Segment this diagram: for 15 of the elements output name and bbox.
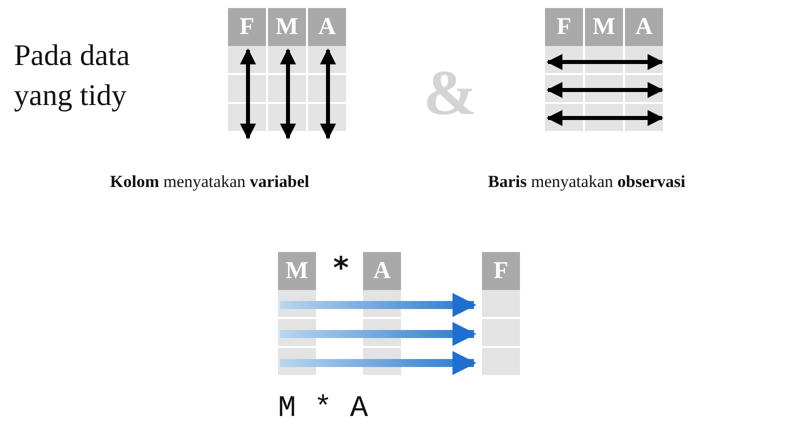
ampersand-symbol: & (422, 58, 478, 128)
formula-text: M * A (278, 392, 370, 426)
column-header: M (585, 8, 625, 46)
column-header: M (268, 8, 308, 46)
column-header: F (228, 8, 268, 46)
column-header: F (482, 252, 522, 290)
caption-text: Baris menyatakan observasi (488, 172, 686, 192)
multiply-symbol: * (332, 250, 350, 288)
caption-text: Kolom menyatakan variabel (110, 172, 310, 192)
column-header: M (278, 252, 318, 290)
heading-text: Pada data yang tidy (14, 38, 131, 114)
column-header: A (308, 8, 348, 46)
column-header: A (363, 252, 403, 290)
column-header: A (625, 8, 665, 46)
column-header: F (545, 8, 585, 46)
